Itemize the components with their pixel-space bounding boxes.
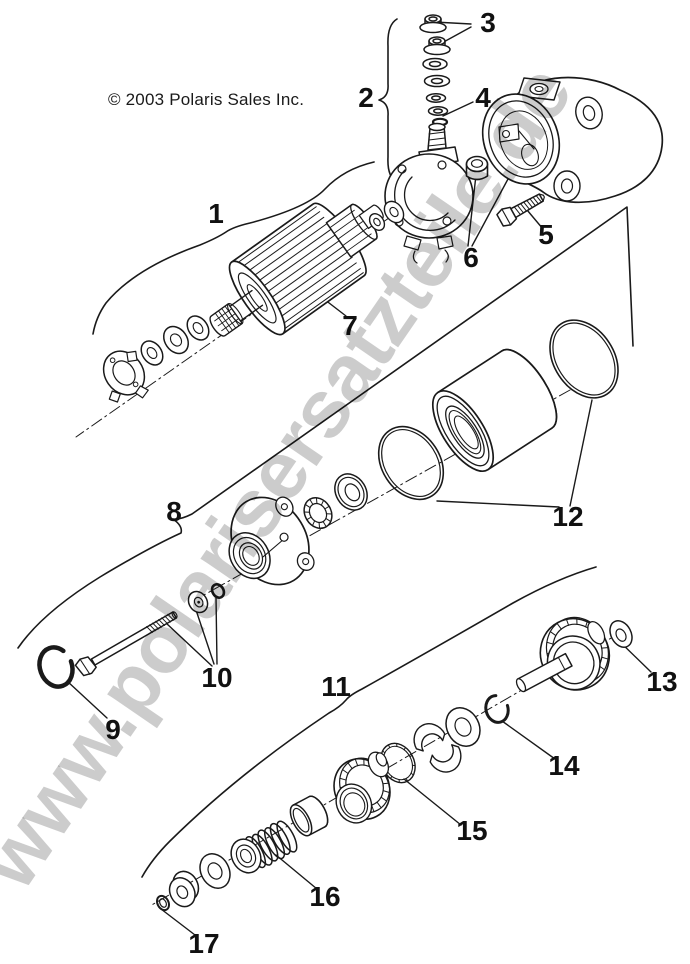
- small-washer-1: [425, 93, 447, 103]
- part-label-12: 12: [552, 501, 584, 532]
- ring-gear-drawing: [515, 616, 611, 693]
- part-label-5: 5: [538, 219, 554, 250]
- spring-retainer-washer-drawing: [230, 838, 262, 874]
- lock-plate-drawing: [102, 350, 149, 403]
- hex-nut-2: [423, 36, 451, 56]
- small-washer-drawing: [187, 590, 209, 614]
- commutator-washers: [368, 200, 405, 231]
- bracket-2: [378, 18, 398, 183]
- housing-bolt-drawing: [496, 193, 545, 227]
- flat-washer-1: [422, 57, 448, 71]
- small-washer-2: [427, 106, 449, 116]
- snap-ring-drawing: [37, 645, 75, 689]
- seal-ring-drawing: [334, 473, 368, 511]
- retaining-ring-drawing: [484, 694, 510, 724]
- part-label-16: 16: [309, 881, 341, 912]
- part-label-4: 4: [475, 82, 491, 113]
- part-label-7: 7: [342, 310, 358, 341]
- spacer-bushing-drawing: [289, 795, 329, 837]
- part-label-14: 14: [548, 750, 580, 781]
- part-label-11: 11: [321, 671, 351, 702]
- part-label-1: 1: [208, 198, 224, 229]
- o-ring-left-drawing: [377, 425, 445, 501]
- bracket-1: [92, 161, 375, 335]
- through-bolt-drawing: [74, 611, 178, 677]
- part-label-10: 10: [201, 662, 233, 693]
- group-brackets: [17, 18, 634, 878]
- gear-washer-drawing: [609, 620, 633, 648]
- drive-washer-drawing: [445, 707, 481, 747]
- bracket-11: [141, 566, 597, 878]
- part-label-8: 8: [166, 496, 182, 527]
- bushing-drawing: [465, 155, 489, 181]
- brush-plate-drawing: [384, 153, 474, 264]
- armature-drawing: [209, 202, 384, 337]
- drive-shaft: [515, 652, 573, 693]
- hex-nut-1: [419, 14, 447, 34]
- yoke-cylinder-drawing: [432, 348, 558, 472]
- retainer-halves-drawing: [413, 723, 462, 773]
- part-label-17: 17: [188, 928, 220, 959]
- part-label-2: 2: [358, 82, 374, 113]
- part-label-6: 6: [463, 242, 479, 273]
- o-ring-right-drawing: [549, 319, 619, 399]
- part-label-13: 13: [646, 666, 678, 697]
- thrust-washer-drawing: [199, 853, 231, 889]
- part-label-15: 15: [456, 815, 488, 846]
- splined-shaft: [209, 289, 264, 337]
- end-housing-drawing: [481, 76, 664, 204]
- armature-washers: [140, 315, 210, 366]
- bracket-8: [17, 206, 634, 649]
- clutch-drawing: [333, 751, 391, 824]
- small-o-ring-drawing: [210, 583, 226, 599]
- small-ring-drawing: [156, 894, 170, 912]
- gear-housing-drawing: [228, 496, 315, 586]
- part-label-9: 9: [105, 714, 121, 745]
- flat-washer-2: [423, 74, 451, 88]
- needle-bearing-drawing: [303, 496, 333, 530]
- cup-washer-drawing: [168, 870, 200, 908]
- copyright-text: © 2003 Polaris Sales Inc.: [108, 90, 305, 109]
- part-label-3: 3: [480, 7, 496, 38]
